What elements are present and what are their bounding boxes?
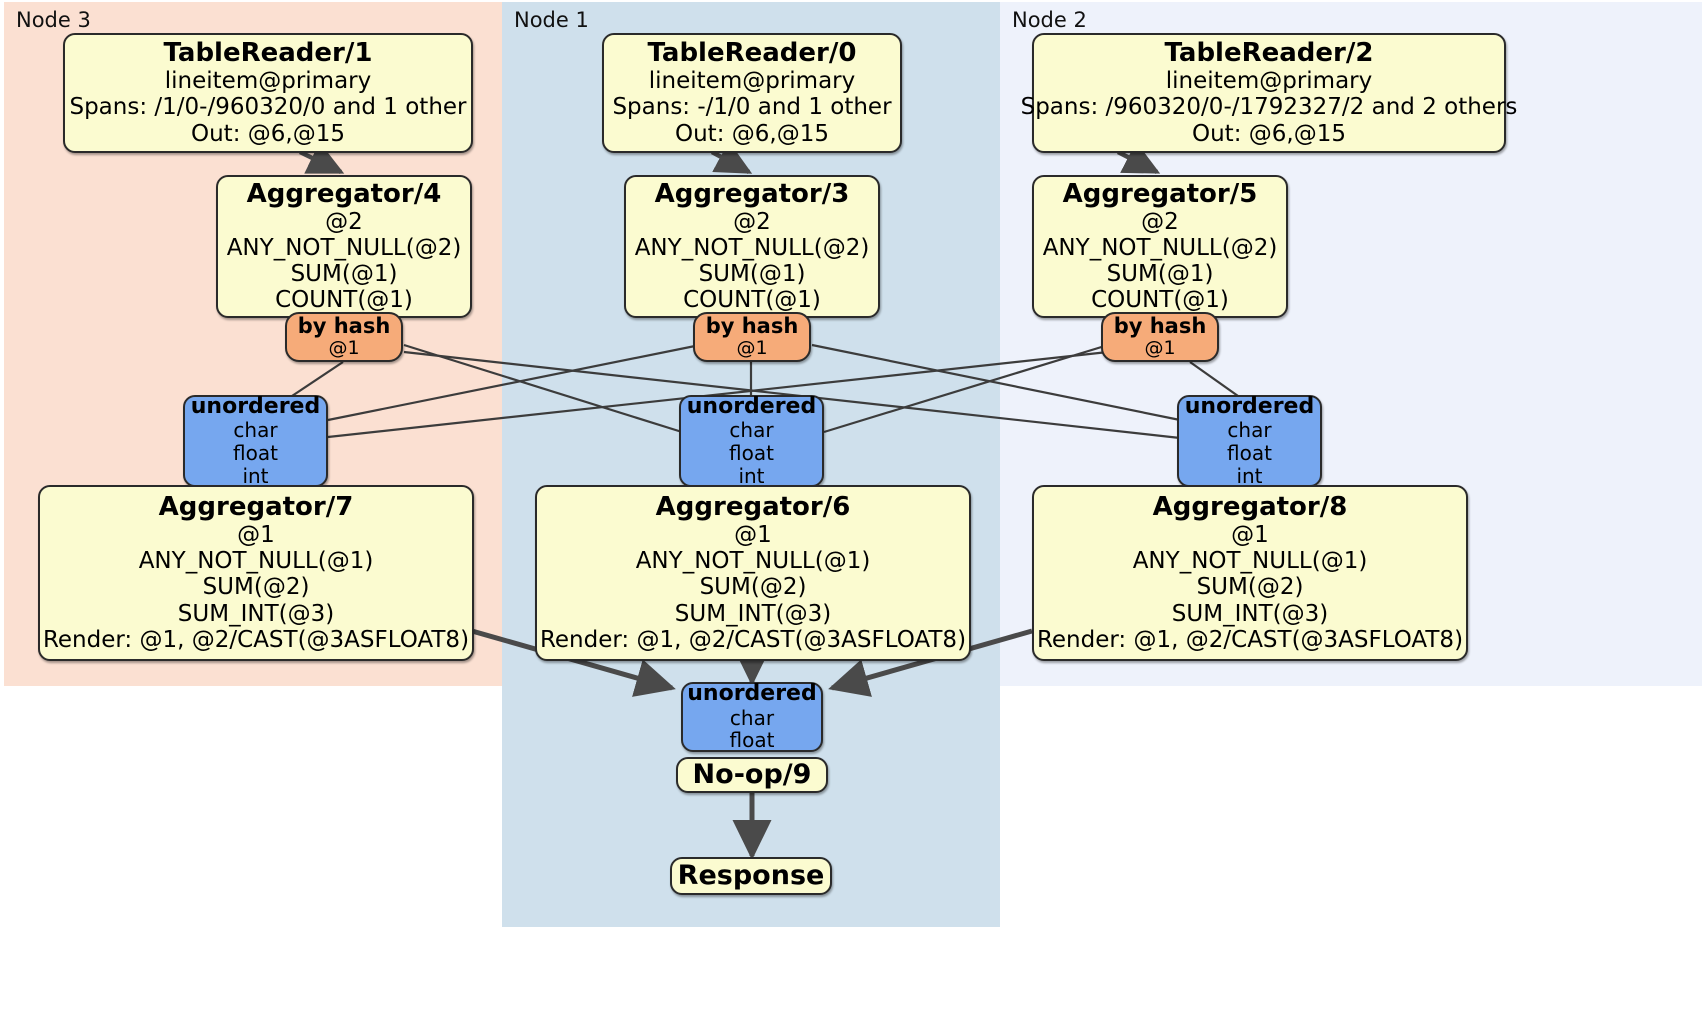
router-detail: @1 [1144,336,1176,359]
sync-unordered-final[interactable]: unordered char float [681,680,823,753]
processor-title: TableReader/1 [163,38,373,69]
processor-detail: COUNT(@1) [275,287,413,314]
processor-detail: COUNT(@1) [1091,287,1229,314]
router-by-hash-5[interactable]: by hash @1 [1101,312,1219,362]
processor-detail: lineitem@primary [164,68,372,95]
processor-title: Aggregator/3 [654,178,850,209]
processor-no-op-9[interactable]: No-op/9 [676,757,828,793]
processor-table-reader-1[interactable]: TableReader/1 lineitem@primary Spans: /1… [63,33,473,153]
processor-detail: SUM(@1) [290,261,398,288]
router-detail: @1 [328,336,360,359]
panel-node-1-label: Node 1 [514,8,589,32]
sync-type: char [1227,418,1272,443]
sync-type: char [233,418,278,443]
sync-type: int [1236,463,1263,488]
processor-detail: Render: @1, @2/CAST(@3ASFLOAT8) [42,626,470,653]
sync-type: int [242,463,269,488]
processor-aggregator-4[interactable]: Aggregator/4 @2 ANY_NOT_NULL(@2) SUM(@1)… [216,175,472,318]
sync-unordered-6[interactable]: unordered char float int [679,393,824,488]
router-by-hash-3[interactable]: by hash @1 [693,312,811,362]
sync-title: unordered [1184,393,1315,419]
processor-detail: SUM(@1) [698,261,806,288]
processor-aggregator-5[interactable]: Aggregator/5 @2 ANY_NOT_NULL(@2) SUM(@1)… [1032,175,1288,318]
router-title: by hash [1113,313,1207,338]
panel-node-3-label: Node 3 [16,8,91,32]
processor-detail: Spans: -/1/0 and 1 other [612,94,892,121]
sync-type: char [729,418,774,443]
processor-detail: ANY_NOT_NULL(@2) [634,234,870,261]
processor-detail: SUM_INT(@3) [674,600,832,627]
processor-title: TableReader/0 [647,38,857,69]
processor-detail: SUM(@1) [1106,261,1214,288]
router-by-hash-4[interactable]: by hash @1 [285,312,403,362]
processor-detail: Spans: /960320/0-/1792327/2 and 2 others [1020,94,1518,121]
sync-unordered-7[interactable]: unordered char float int [183,393,328,488]
processor-title: Response [677,860,825,892]
processor-aggregator-8[interactable]: Aggregator/8 @1 ANY_NOT_NULL(@1) SUM(@2)… [1032,485,1468,661]
processor-title: No-op/9 [692,759,812,791]
sync-type: float [1227,440,1272,465]
processor-title: Aggregator/4 [246,178,442,209]
router-title: by hash [705,313,799,338]
processor-detail: @1 [1231,522,1269,548]
processor-detail: @2 [733,208,771,235]
processor-detail: SUM(@2) [1196,574,1304,601]
processor-detail: ANY_NOT_NULL(@1) [1132,548,1368,575]
processor-detail: ANY_NOT_NULL(@2) [226,234,462,261]
processor-detail: lineitem@primary [648,68,856,95]
processor-detail: Render: @1, @2/CAST(@3ASFLOAT8) [1036,626,1464,653]
processor-title: Aggregator/8 [1152,491,1348,522]
processor-title: Aggregator/5 [1062,178,1258,209]
processor-detail: Out: @6,@15 [191,120,345,147]
processor-title: Aggregator/7 [158,491,354,522]
router-detail: @1 [736,336,768,359]
sync-title: unordered [686,393,817,419]
processor-detail: SUM(@2) [699,574,807,601]
processor-aggregator-3[interactable]: Aggregator/3 @2 ANY_NOT_NULL(@2) SUM(@1)… [624,175,880,318]
sync-type: float [729,728,775,753]
processor-detail: COUNT(@1) [683,287,821,314]
router-title: by hash [297,313,391,338]
processor-detail: ANY_NOT_NULL(@1) [635,548,871,575]
processor-detail: ANY_NOT_NULL(@2) [1042,234,1278,261]
processor-detail: Out: @6,@15 [675,120,829,147]
sync-type: char [729,705,775,730]
sync-type: float [233,440,278,465]
processor-detail: @2 [1141,208,1179,235]
processor-detail: lineitem@primary [1165,68,1373,95]
processor-title: Aggregator/6 [655,491,851,522]
sync-title: unordered [190,393,321,419]
processor-detail: @2 [325,208,363,235]
processor-detail: SUM_INT(@3) [177,600,335,627]
processor-detail: Out: @6,@15 [1192,120,1346,147]
processor-detail: Render: @1, @2/CAST(@3ASFLOAT8) [539,626,967,653]
processor-title: TableReader/2 [1164,38,1374,69]
processor-detail: ANY_NOT_NULL(@1) [138,548,374,575]
processor-table-reader-2[interactable]: TableReader/2 lineitem@primary Spans: /9… [1021,33,1517,153]
sync-title: unordered [687,680,817,706]
processor-detail: @1 [237,522,275,548]
sync-type: int [738,463,765,488]
sync-unordered-8[interactable]: unordered char float int [1177,393,1322,488]
processor-aggregator-6[interactable]: Aggregator/6 @1 ANY_NOT_NULL(@1) SUM(@2)… [535,485,971,661]
processor-detail: SUM(@2) [202,574,310,601]
processor-detail: SUM_INT(@3) [1171,600,1329,627]
processor-table-reader-0[interactable]: TableReader/0 lineitem@primary Spans: -/… [602,33,902,153]
panel-node-2-label: Node 2 [1012,8,1087,32]
processor-detail: Spans: /1/0-/960320/0 and 1 other [69,94,467,121]
processor-response[interactable]: Response [670,857,832,895]
processor-aggregator-7[interactable]: Aggregator/7 @1 ANY_NOT_NULL(@1) SUM(@2)… [38,485,474,661]
sync-type: float [729,440,774,465]
processor-detail: @1 [734,522,772,548]
